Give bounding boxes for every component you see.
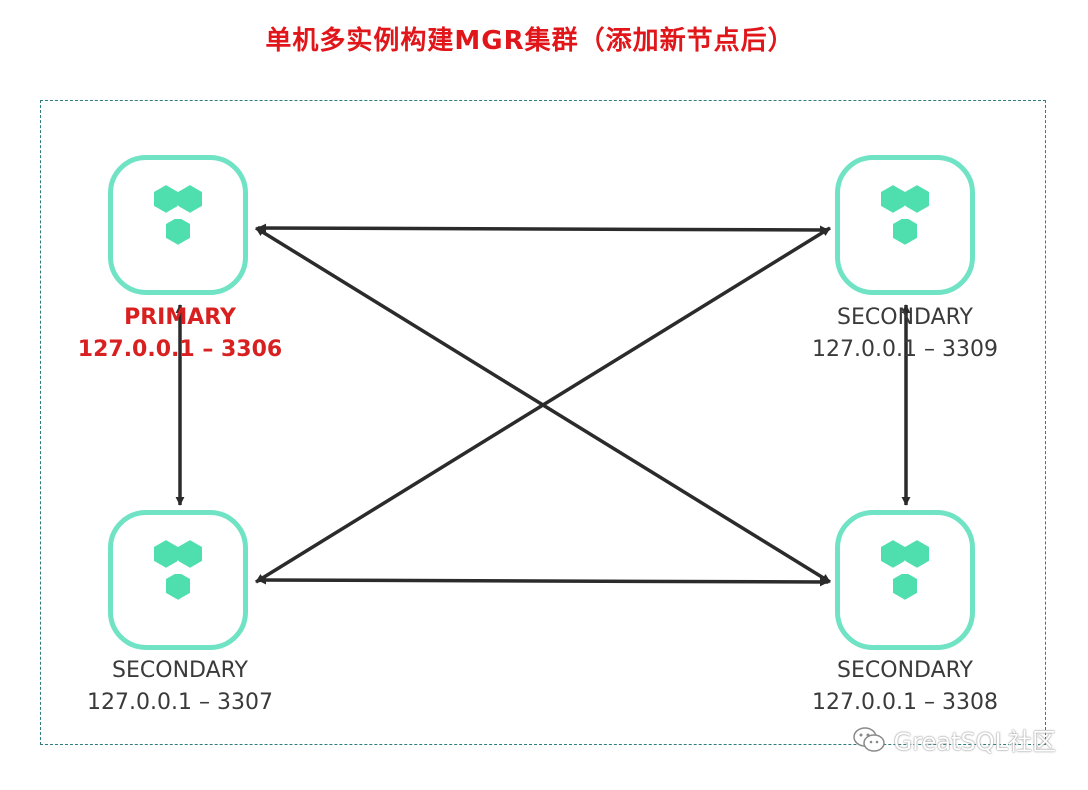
link-3306-3309 xyxy=(257,223,829,235)
node-3307-role: SECONDARY xyxy=(112,658,248,683)
wechat-icon xyxy=(852,726,885,752)
node-3308 xyxy=(835,510,975,650)
node-3306-address: 127.0.0.1 – 3306 xyxy=(77,337,283,362)
node-3308-address: 127.0.0.1 – 3308 xyxy=(812,690,998,715)
node-3307-address: 127.0.0.1 – 3307 xyxy=(87,690,273,715)
cluster-boundary xyxy=(40,100,1046,745)
node-3307 xyxy=(108,510,248,650)
node-3306-label: PRIMARY 127.0.0.1 – 3306 xyxy=(60,302,300,366)
node-3309-label: SECONDARY 127.0.0.1 – 3309 xyxy=(785,302,1025,366)
node-3309 xyxy=(835,155,975,295)
mysql-instance-icon xyxy=(154,540,202,600)
watermark: GreatSQL社区 xyxy=(852,722,1056,757)
diagram-title: 单机多实例构建MGR集群（添加新节点后） xyxy=(265,26,795,56)
node-3306-role: PRIMARY xyxy=(124,305,236,330)
watermark-text: GreatSQL社区 xyxy=(893,728,1056,756)
node-3309-role: SECONDARY xyxy=(837,305,973,330)
link-3309-3307 xyxy=(255,226,831,584)
node-3308-role: SECONDARY xyxy=(837,658,973,683)
node-3306 xyxy=(108,155,248,295)
mysql-instance-icon xyxy=(881,540,929,600)
mysql-instance-icon xyxy=(154,185,202,245)
mysql-instance-icon xyxy=(881,185,929,245)
node-3307-label: SECONDARY 127.0.0.1 – 3307 xyxy=(60,655,300,719)
link-3307-3308 xyxy=(257,575,829,587)
node-3309-address: 127.0.0.1 – 3309 xyxy=(812,337,998,362)
node-3308-label: SECONDARY 127.0.0.1 – 3308 xyxy=(785,655,1025,719)
